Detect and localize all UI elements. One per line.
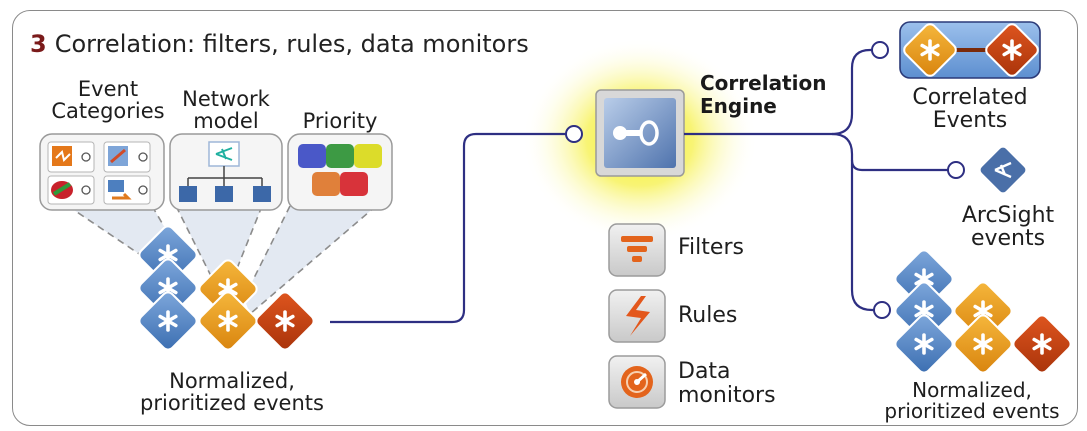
priority-box (287, 133, 393, 211)
event-categories-label: Event Categories (51, 77, 165, 124)
correlation-engine-icon (595, 89, 685, 177)
rules-icon (608, 289, 666, 343)
network-model-box (169, 133, 283, 211)
correlated-events-label: Correlated Events (912, 85, 1028, 134)
data-monitors-icon (608, 355, 666, 409)
arcsight-event-icon (978, 145, 1028, 195)
event-categories-box (39, 133, 165, 211)
input-connector (330, 132, 567, 324)
title-text: Correlation: filters, rules, data monito… (54, 30, 529, 58)
filters-icon (608, 223, 666, 277)
rules-label: Rules (678, 303, 738, 328)
correlation-engine-label: Correlation Engine (700, 71, 827, 118)
step-number: 3 (30, 30, 47, 58)
normalized-output-node (873, 301, 891, 319)
correlated-node (871, 41, 889, 59)
input-events (138, 225, 315, 351)
input-connector-node (565, 125, 583, 143)
output-connectors (684, 48, 948, 312)
priority-label: Priority (302, 109, 378, 133)
correlated-events-icon (899, 21, 1041, 79)
data-monitors-label: Data monitors (678, 359, 776, 408)
arcsight-node (947, 161, 965, 179)
network-model-label: Network model (182, 87, 270, 134)
output-events (894, 249, 1072, 374)
output-normalized-label: Normalized, prioritized events (884, 378, 1060, 423)
input-normalized-label: Normalized, prioritized events (140, 369, 324, 416)
filters-label: Filters (678, 235, 744, 260)
arcsight-events-label: ArcSight events (961, 203, 1055, 252)
